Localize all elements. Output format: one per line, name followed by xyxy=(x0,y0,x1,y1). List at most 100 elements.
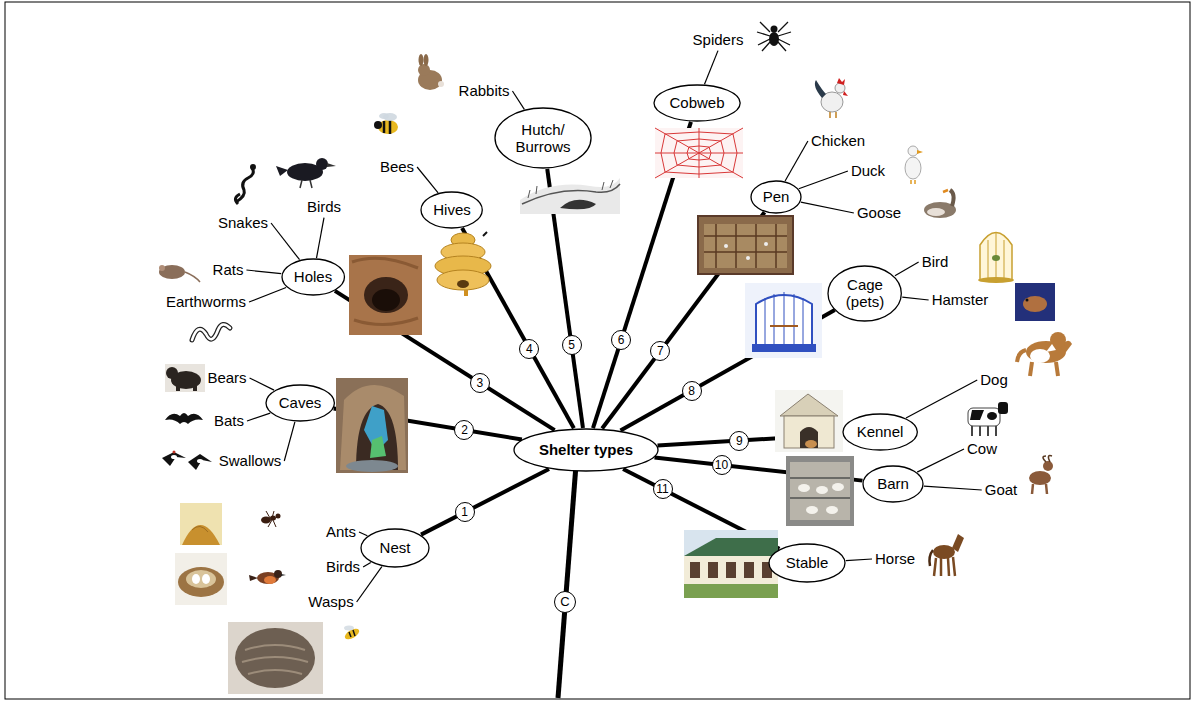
cave-picture xyxy=(346,460,398,472)
animal-label: Bees xyxy=(380,158,414,175)
ant-picture xyxy=(266,511,276,527)
dog-picture xyxy=(1017,332,1072,376)
doghouse-picture xyxy=(805,440,817,448)
duck-picture xyxy=(917,150,923,154)
animal-label: Goat xyxy=(985,481,1018,498)
leader-line xyxy=(801,202,854,213)
branch-line xyxy=(558,465,576,698)
bird-nest-picture xyxy=(186,570,216,588)
shelter-label: Stable xyxy=(786,554,829,571)
snake-picture xyxy=(250,164,256,170)
rat-picture xyxy=(159,265,200,282)
animal-label: Wasps xyxy=(308,593,353,610)
hamster-picture xyxy=(1023,296,1047,312)
doghouse-picture xyxy=(775,390,843,452)
birdcage-picture xyxy=(988,233,1004,280)
horse-picture xyxy=(929,550,933,566)
bee-picture xyxy=(379,113,389,119)
swallows-picture xyxy=(188,454,212,470)
shelter-label: Barn xyxy=(877,475,909,492)
hole-picture xyxy=(364,277,408,313)
leader-line xyxy=(924,486,982,490)
shelter-label: Holes xyxy=(294,268,332,285)
animal-label: Birds xyxy=(326,558,360,575)
cave-picture xyxy=(340,385,406,470)
cave-picture xyxy=(370,436,386,458)
cow-picture xyxy=(968,402,1008,436)
horse-picture xyxy=(934,557,955,576)
wasp-nest-picture xyxy=(228,622,323,694)
cow-picture xyxy=(972,426,996,436)
cage-picture xyxy=(745,283,822,358)
callout-number: 11 xyxy=(653,479,673,499)
beehive-picture xyxy=(437,270,489,290)
rabbit-picture xyxy=(424,54,429,66)
spider-picture xyxy=(757,22,791,51)
stable-picture xyxy=(726,562,736,578)
bird-picture xyxy=(249,570,286,584)
anthill-picture xyxy=(192,526,208,532)
crow-picture xyxy=(300,180,312,188)
cage-picture xyxy=(745,283,822,358)
stable-picture xyxy=(684,584,778,598)
animal-label: Chicken xyxy=(811,132,865,149)
animal-label: Horse xyxy=(875,550,915,567)
earthworm-picture xyxy=(192,324,230,340)
beehive-picture xyxy=(435,232,491,296)
snake-picture xyxy=(236,168,253,202)
animal-label: Snakes xyxy=(218,214,268,231)
bat-picture xyxy=(165,413,203,424)
rabbit-picture xyxy=(418,54,444,90)
shelter-ellipse: Cobweb xyxy=(653,84,741,122)
wasp-picture xyxy=(343,626,361,642)
dog-picture xyxy=(1046,344,1056,352)
bee-picture xyxy=(384,120,390,134)
crow-picture xyxy=(316,158,328,170)
stable-picture xyxy=(684,538,778,556)
bird-nest-picture xyxy=(175,553,227,605)
shelter-label: Cobweb xyxy=(669,94,724,111)
snake-picture xyxy=(235,164,256,204)
swallows-picture xyxy=(162,452,186,466)
cave-picture xyxy=(356,404,398,470)
branch-connector xyxy=(421,469,549,535)
goat-picture xyxy=(1029,456,1053,494)
goose-picture xyxy=(927,208,945,216)
animal-label: Cow xyxy=(967,440,997,457)
goose-picture xyxy=(950,190,954,206)
shelter-ellipse: Nest xyxy=(360,528,430,568)
doghouse-picture xyxy=(800,427,818,448)
shelter-label: Nest xyxy=(380,539,411,556)
ellipse-shape xyxy=(266,385,334,421)
page-frame xyxy=(5,2,1190,699)
burrow-picture xyxy=(520,178,620,214)
leader-line xyxy=(271,223,300,260)
beehive-picture xyxy=(483,232,487,236)
snake-picture xyxy=(235,194,240,204)
stable-picture xyxy=(684,530,778,598)
page-frame xyxy=(5,2,1190,699)
ellipse-shape xyxy=(843,414,917,450)
shelter-label: Hives xyxy=(433,201,471,218)
barn-picture xyxy=(798,484,810,492)
leader-line xyxy=(902,297,928,300)
leader-line xyxy=(417,167,438,193)
beehive-picture xyxy=(457,280,469,288)
bird-nest-picture xyxy=(178,567,224,597)
bee-picture xyxy=(374,121,382,129)
rooster-picture xyxy=(815,78,848,118)
bird-picture xyxy=(264,576,276,584)
barn-picture xyxy=(806,506,818,514)
animal-label: Bears xyxy=(207,369,246,386)
leader-line xyxy=(363,562,371,567)
leader-line xyxy=(316,218,324,258)
center-ellipse: Shelter types xyxy=(513,428,659,472)
hole-picture xyxy=(352,258,418,324)
bear-picture xyxy=(166,367,178,379)
duck-picture xyxy=(905,146,923,184)
ellipse-shape xyxy=(514,429,658,471)
barn-picture xyxy=(816,486,828,494)
crow-picture xyxy=(327,163,336,167)
leader-line xyxy=(895,262,919,276)
